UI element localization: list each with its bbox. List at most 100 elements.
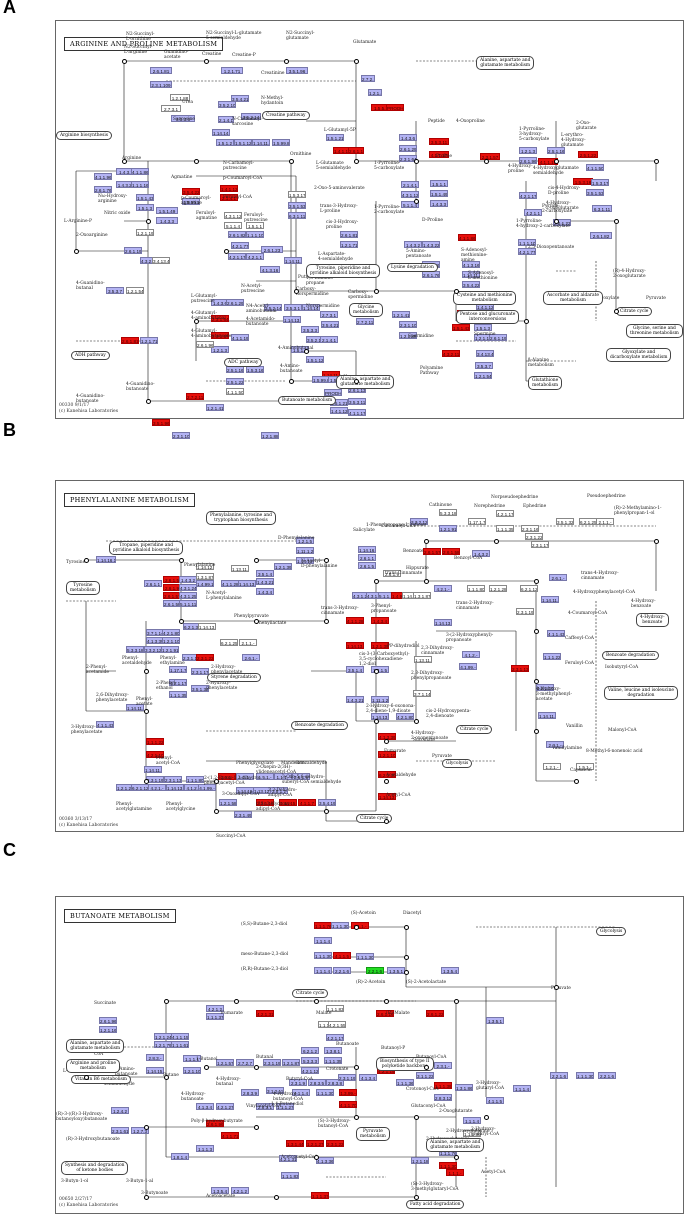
panel-a-enzyme-box[interactable]: 1.14.14.47 (302, 304, 320, 311)
panel-a-enzyme-box[interactable]: 1.5.1.12 (234, 139, 252, 146)
panel-a-enzyme-box[interactable]: 1.4.1.12 (333, 147, 349, 154)
panel-b-map-tyrosine[interactable]: Tyrosine metabolism (66, 581, 100, 595)
panel-b-compound-node[interactable] (179, 558, 184, 563)
panel-b-enzyme-box[interactable]: 1.14.13.- (346, 642, 364, 649)
panel-a-compound-node[interactable] (524, 319, 529, 324)
panel-b-compound-node[interactable] (374, 579, 379, 584)
panel-b-enzyme-box[interactable]: 1.14.16.1 (358, 546, 376, 553)
panel-c-enzyme-box[interactable]: 1.1.1.30 (316, 1089, 334, 1096)
panel-c-enzyme-box[interactable]: 1.3.1.86 (455, 1084, 473, 1091)
panel-b-enzyme-box[interactable]: 4.2.1.- (434, 585, 452, 592)
panel-a-enzyme-box[interactable]: 1.5.1.43 (136, 194, 154, 201)
panel-c-enzyme-box[interactable]: 4.2.1.2 (231, 1187, 249, 1194)
panel-a-enzyme-box[interactable]: 1.2.1.88 (261, 432, 279, 439)
panel-a-map-alanine[interactable]: Alanine, aspartate and glutamate metabol… (476, 56, 535, 70)
panel-a-enzyme-box[interactable]: 1.5.99.13 (182, 198, 200, 205)
panel-c-enzyme-box[interactable]: 2.2.1.6 (550, 1072, 568, 1079)
panel-c-map-alanine2[interactable]: Alanine, aspartate and glutamate metabol… (426, 1138, 485, 1152)
panel-c-enzyme-box[interactable]: 2.3.1.9 (289, 1079, 307, 1086)
panel-c-enzyme-box[interactable]: 1.1.1.4 (513, 1085, 531, 1092)
panel-c-enzyme-box[interactable]: 1.3.1.44 (286, 1140, 304, 1147)
panel-b-compound-node[interactable] (384, 819, 389, 824)
panel-b-enzyme-box[interactable]: 2.3.1.13 (164, 776, 182, 783)
panel-a-map-glycine[interactable]: Glycine, serine and threonine metabolism (626, 324, 683, 338)
panel-b-enzyme-box[interactable]: 4.1.1.28 (346, 617, 364, 624)
panel-c-enzyme-box[interactable]: 2.2.1.6 (366, 967, 384, 974)
panel-c-enzyme-box[interactable]: 4.1.3.4 (359, 1074, 377, 1081)
panel-b-compound-node[interactable] (534, 729, 539, 734)
panel-a-enzyme-box[interactable]: 1.2.1.54 (126, 287, 144, 294)
panel-b-enzyme-box[interactable]: 1.14.11.- (126, 704, 144, 711)
panel-c-enzyme-box[interactable]: 1.1.1.27 (276, 1103, 294, 1110)
panel-b-compound-node[interactable] (424, 539, 429, 544)
panel-b-map-valine[interactable]: Valine, leucine and isoleucine degradati… (604, 686, 678, 700)
panel-a-compound-node[interactable] (194, 159, 199, 164)
panel-a-enzyme-box[interactable]: 1.5.1.21 (326, 134, 344, 141)
panel-b-enzyme-box[interactable]: 1.1.1.35 (169, 691, 187, 698)
panel-a-enzyme-box[interactable]: 1.4.1.12 (220, 185, 238, 192)
panel-b-compound-node[interactable] (384, 739, 389, 744)
panel-b-enzyme-box[interactable]: 1.13.11.16 (414, 656, 432, 663)
panel-b-enzyme-box[interactable]: 1.14.16.1 (96, 556, 116, 563)
panel-a-enzyme-box[interactable]: 3.5.1.96 (286, 67, 308, 74)
panel-a-enzyme-box[interactable]: 2.3.1.64 (399, 155, 417, 162)
panel-c-enzyme-box[interactable]: 1.2.1.18 (411, 1157, 429, 1164)
panel-a-map-pentose[interactable]: Pentose and glucuronate interconversions (456, 310, 520, 324)
panel-a-compound-node[interactable] (414, 199, 419, 204)
panel-b-enzyme-box[interactable]: 1.2.1.5 (296, 537, 314, 544)
panel-a-map-alanine2[interactable]: Alanine, aspartate and glutamate metabol… (336, 375, 395, 389)
panel-b-compound-node[interactable] (374, 669, 379, 674)
panel-a-enzyme-box[interactable]: 4.1.1.19 (231, 334, 249, 341)
panel-c-enzyme-box[interactable]: 1.1.1.304 (439, 1162, 457, 1169)
panel-a-enzyme-box[interactable]: PRODH2 (324, 389, 342, 396)
panel-c-enzyme-box[interactable]: 1.2.1.79 (154, 1041, 172, 1048)
panel-a-enzyme-box[interactable]: 5.1.1.4 (224, 222, 242, 229)
panel-c-enzyme-box[interactable]: 2.2.1.6 (598, 1072, 616, 1079)
panel-b-enzyme-box[interactable]: 3.5.1.4 (256, 570, 274, 577)
panel-b-enzyme-box[interactable]: 1.14.11.53 (538, 712, 556, 719)
panel-a-enzyme-box[interactable]: 4.2.1.77 (231, 242, 249, 249)
panel-a-map-glycine2[interactable]: Glycine metabolism (349, 303, 383, 317)
panel-b-map-citrate2[interactable]: Citrate cycle (356, 814, 393, 823)
panel-a-enzyme-box[interactable]: 2.1.4.1 (218, 116, 234, 123)
panel-b-enzyme-box[interactable]: 4.1.99.- (198, 784, 216, 791)
panel-b-enzyme-box[interactable]: 1.14.11.53 (144, 766, 162, 773)
panel-c-enzyme-box[interactable]: 4.2.1.27 (216, 1103, 234, 1110)
panel-c-enzyme-box[interactable]: 2.8.3.8 (326, 1079, 344, 1086)
panel-a-enzyme-box[interactable]: 1.4.3.3 (430, 200, 448, 207)
panel-a-enzyme-box[interactable]: 2.6.1.81 (340, 231, 358, 238)
panel-a-enzyme-box[interactable]: 6.3.1.11 (288, 212, 306, 219)
panel-a-compound-node[interactable] (414, 159, 419, 164)
panel-c-compound-node[interactable] (384, 999, 389, 1004)
panel-b-enzyme-box[interactable]: 1.13.11.16 (231, 565, 249, 572)
panel-c-enzyme-box[interactable]: 1.3.5.1 (387, 967, 405, 974)
panel-a-enzyme-box[interactable]: 1.5.1.49 (430, 190, 448, 197)
panel-c-enzyme-box[interactable]: 5.3.3.3 (301, 1057, 319, 1064)
panel-a-map-arg-bio[interactable]: Arginine biosynthesis (56, 131, 113, 140)
panel-c-enzyme-box[interactable]: 2.8.3.1 (256, 1103, 274, 1110)
panel-a-enzyme-box[interactable]: 2.5.1.22 (226, 378, 244, 385)
panel-c-compound-node[interactable] (354, 1065, 359, 1070)
panel-b-map-citrate[interactable]: Citrate cycle (456, 725, 493, 734)
panel-b-enzyme-box[interactable]: 1.4.3.2 (472, 550, 490, 557)
panel-b-enzyme-box[interactable]: 1.11.1.21 (371, 696, 389, 703)
panel-b-enzyme-box[interactable]: 3.5.1.7 (270, 787, 288, 794)
panel-a-enzyme-box[interactable]: 4.1.1.50 (586, 164, 604, 171)
panel-a-enzyme-box[interactable]: 4.1.1.86 (131, 168, 149, 175)
panel-b-enzyme-box[interactable]: 1.17.1.7 (468, 518, 486, 525)
panel-a-enzyme-box[interactable]: 1.2.1.88 (399, 332, 417, 339)
panel-a-enzyme-box[interactable]: 3.5.4.22 (462, 281, 480, 288)
panel-c-compound-node[interactable] (144, 1195, 149, 1200)
panel-c-compound-node[interactable] (314, 1155, 319, 1160)
panel-c-compound-node[interactable] (454, 1155, 459, 1160)
panel-a-enzyme-box[interactable]: 3.5.1.96 (152, 419, 170, 426)
panel-c-compound-node[interactable] (554, 985, 559, 990)
panel-a-enzyme-box[interactable]: 2.3.1.57 (211, 332, 229, 339)
panel-c-enzyme-box[interactable]: 4.1.3.36 (316, 1157, 334, 1164)
panel-a-enzyme-box[interactable]: 3.5.2.14 (241, 113, 261, 120)
panel-a-compound-node[interactable] (614, 309, 619, 314)
panel-c-enzyme-box[interactable]: 4.1.1.15 (171, 1033, 189, 1040)
panel-b-enzyme-box[interactable]: 1.1.1.- (274, 773, 292, 780)
panel-b-enzyme-box[interactable]: 1.1.1.222 (146, 738, 164, 745)
panel-b-compound-node[interactable] (324, 619, 329, 624)
